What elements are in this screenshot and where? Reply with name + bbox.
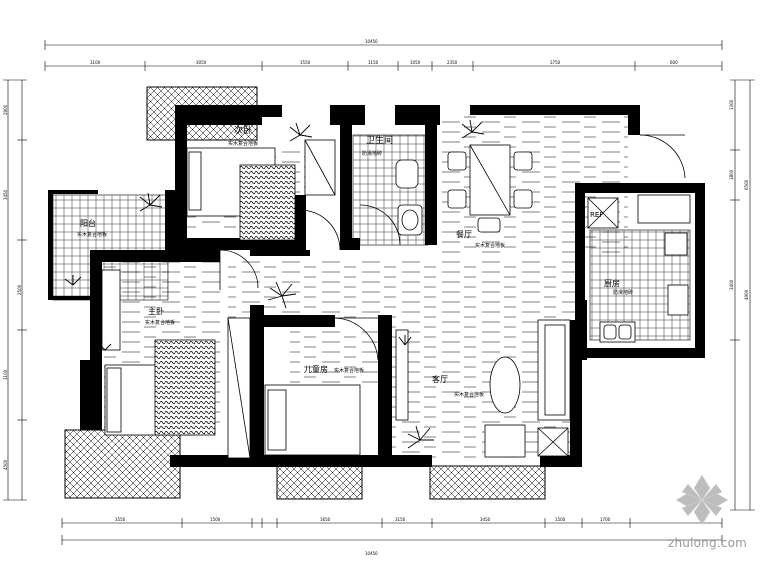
walls [48,105,705,467]
finish-master-bedroom: 实木复合地板 [145,319,175,326]
finish-kids-room: 实木复合地板 [334,367,364,374]
label-fridge: REF [590,211,603,219]
label-balcony-west: 阳台 [80,218,96,228]
dim-right-4: 4900 [744,289,749,300]
armchair [484,424,526,458]
label-dining: 餐厅 [456,230,472,239]
dim-top-2: 3050 [196,60,207,65]
label-kitchen: 厨房 [604,278,620,288]
dim-top-4: 1150 [368,60,379,65]
dim-right-3: 3400 [729,279,734,290]
label-bathroom: 卫生间 [366,134,393,146]
dim-top-3: 3550 [300,60,311,65]
dim-top-5: 1050 [410,60,421,65]
dim-bottom-3: 1650 [320,517,331,522]
dim-bottom-5: 3450 [480,517,491,522]
dim-top-total: 10450 [365,39,378,44]
dim-right-5: 6500 [744,179,749,190]
dim-top-1: 3100 [90,60,101,65]
coffee-table [489,356,521,414]
finish-balcony-west: 实木复合地板 [77,231,107,238]
dim-left-5: 4500 [3,459,8,470]
dim-left-3: 2500 [17,284,22,295]
watermark-logo [675,474,729,526]
toilet [395,159,419,189]
doors [219,134,686,459]
room-labels: 次卧 实木复合地板 卫生间 防滑地砖 餐厅 实木复合地板 阳台 实木复合地板 主… [77,124,633,398]
plants [64,119,485,449]
dim-bottom-7: 1700 [600,517,611,522]
dim-top-7: 3750 [550,60,561,65]
dim-left-1: 2900 [3,104,8,115]
label-kids-room: 儿童房 [304,364,328,374]
finish-dining: 实木复合地板 [475,242,505,249]
dim-right-1: 1300 [729,99,734,110]
finish-living-room: 实木复合地板 [454,391,484,398]
finish-secondary-bedroom: 实木复合地板 [228,140,258,147]
dim-top-6: 2350 [447,60,458,65]
label-master-bedroom: 主卧 [148,306,164,316]
dim-bottom-1: 3550 [115,517,126,522]
label-living-room: 客厅 [432,374,448,384]
tv-cabinet [395,329,409,421]
watermark-site-text: zhulong.com [668,536,748,550]
dim-bottom-6: 1500 [555,517,566,522]
dim-bottom-2: 1500 [210,517,221,522]
finish-kitchen: 防滑地砖 [613,289,633,296]
dim-bottom-4: 3150 [395,517,406,522]
dim-left-4: 3100 [3,369,8,380]
dimension-lines [3,40,755,545]
finish-bathroom: 防滑地砖 [362,150,382,157]
label-secondary-bedroom: 次卧 [234,124,252,136]
dim-bottom-total: 10450 [365,551,378,556]
dim-right-2: 1800 [729,169,734,180]
dim-left-2: 3450 [3,189,8,200]
dim-top-8: 600 [670,60,678,65]
dimension-texts: 10450 10450 3100 3050 3550 1150 1050 235… [3,39,749,556]
furniture [101,139,691,458]
